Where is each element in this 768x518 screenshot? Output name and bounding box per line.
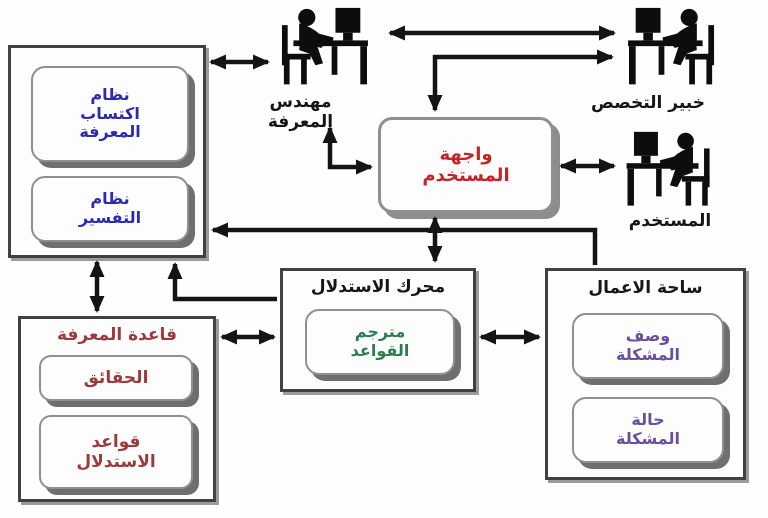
domain-expert-icon [628,7,715,85]
user-interface-line: المستخدم [422,165,510,186]
facts-label: الحقائق [83,367,149,388]
facts-box: الحقائق [39,355,193,401]
knowledge-base-title: قاعدة المعرفة [56,325,178,345]
workspace-title: ساحة الاعمال [588,278,703,298]
problem-description-box: وصف المشكلة [572,313,724,379]
problem-state-line: حالة [631,410,665,430]
acquisition-line: نظام [90,84,130,104]
explanation-system-box: نظام التفسير [31,176,189,242]
arrow-expert-interface [427,49,614,112]
rule-interpreter-line: القواعد [350,341,410,360]
explanation-line: التفسير [78,208,142,227]
arrow-workspace-explanation [211,222,598,265]
inference-rules-line: قواعد [91,431,141,452]
rule-interpreter-box: مترجم القواعد [305,309,455,375]
problem-state-line: المشكلة [615,429,681,448]
problem-state-box: حالة المشكلة [572,397,724,463]
rule-interpreter-line: مترجم [354,322,406,342]
domain-expert-label: خبير التخصص [591,93,705,113]
inference-engine-box: محرك الاستدلال مترجم القواعد [280,268,476,392]
acquisition-explanation-box: نظام اكتساب المعرفة نظام التفسير [8,45,206,258]
user-interface-box: واجهة المستخدم [378,117,554,213]
knowledge-base-box: قاعدة المعرفة الحقائق قواعد الاستدلال [18,316,216,502]
problem-description-line: وصف [625,326,671,346]
acquisition-line: المعرفة [79,122,141,142]
end-user-label: المستخدم [628,211,712,231]
knowledge-acquisition-system-box: نظام اكتساب المعرفة [31,66,189,162]
knowledge-engineer-icon [281,7,368,85]
arrow-engineer-interface [322,126,373,175]
knowledge-engineer-label: مهندس المعرفة [267,92,334,132]
acquisition-line: اكتساب [80,103,140,123]
workspace-box: ساحة الاعمال وصف المشكلة حالة المشكلة [545,268,746,480]
inference-engine-title: محرك الاستدلال [310,277,446,297]
explanation-line: نظام [90,189,130,209]
inference-rules-box: قواعد الاستدلال [39,415,193,489]
problem-description-line: المشكلة [615,345,681,364]
user-interface-line: واجهة [439,143,493,165]
arrow-inference-explanation [167,262,277,302]
end-user-icon [626,131,710,206]
inference-rules-line: الاستدلال [76,452,156,472]
